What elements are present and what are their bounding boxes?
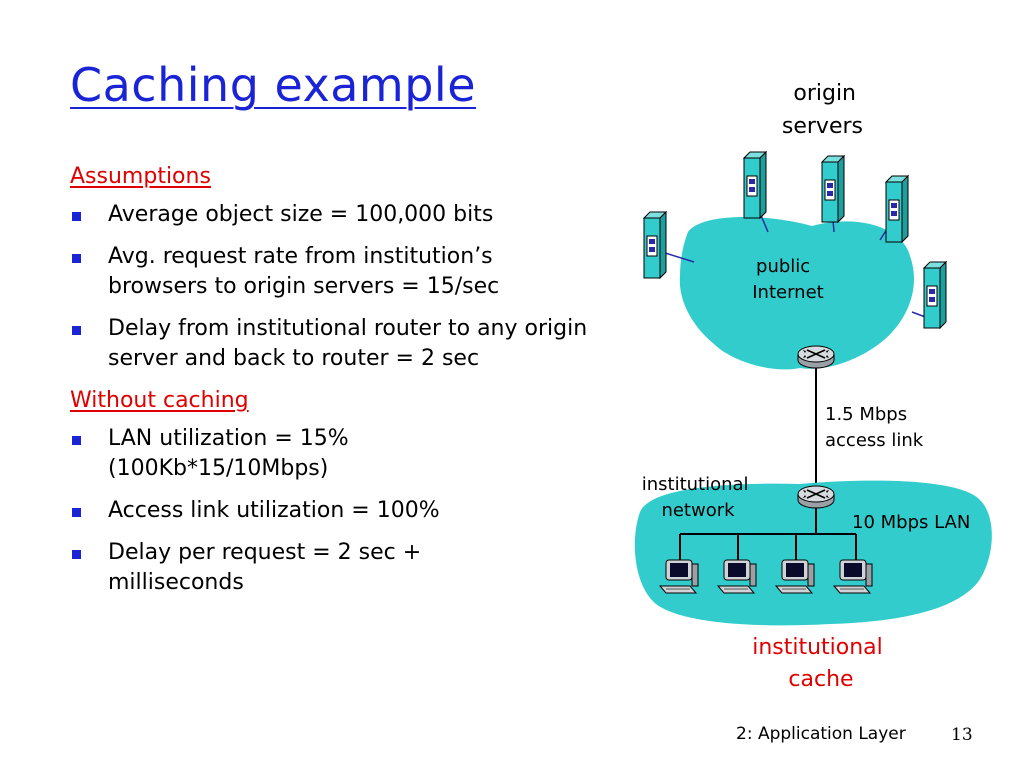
internet-router-icon	[797, 345, 835, 369]
bullet-line: Delay per request = 2 sec +	[108, 540, 422, 565]
slide-title: Caching example	[70, 58, 477, 112]
list-item: LAN utilization = 15% (100Kb*15/10Mbps)	[70, 424, 710, 484]
without-caching-list: LAN utilization = 15% (100Kb*15/10Mbps) …	[70, 424, 710, 598]
footer-chapter-label: 2: Application Layer	[736, 724, 906, 744]
origin-server-icon	[885, 175, 909, 243]
bullet-line: Avg. request rate from institution’s	[108, 244, 493, 269]
list-item: Avg. request rate from institution’s bro…	[70, 242, 710, 302]
list-item: Delay from institutional router to any o…	[70, 314, 710, 374]
without-caching-heading: Without caching	[70, 388, 249, 413]
square-bullet-icon	[72, 212, 81, 221]
bullet-line: milliseconds	[108, 570, 244, 595]
square-bullet-icon	[72, 550, 81, 559]
institutional-cache-label: institutional cache	[752, 635, 890, 692]
institutional-network-label: institutional network	[642, 474, 755, 521]
server-link	[661, 251, 695, 263]
assumptions-list: Average object size = 100,000 bits Avg. …	[70, 200, 710, 374]
origin-server-icon	[643, 211, 667, 279]
bullet-line: browsers to origin servers = 15/sec	[108, 274, 500, 299]
host-computer-icon	[659, 559, 699, 594]
page-number: 13	[951, 725, 973, 745]
bullet-line: Average object size = 100,000 bits	[108, 202, 494, 227]
slide-content: Assumptions Average object size = 100,00…	[70, 162, 710, 610]
list-item: Delay per request = 2 sec + milliseconds	[70, 538, 710, 598]
square-bullet-icon	[72, 326, 81, 335]
access-link-label: 1.5 Mbps access link	[825, 404, 924, 451]
bullet-line: server and back to router = 2 sec	[108, 346, 480, 371]
host-computer-icon	[717, 559, 757, 594]
host-computer-icon	[775, 559, 815, 594]
bullet-line: Access link utilization = 100%	[108, 498, 440, 523]
origin-server-icon	[923, 261, 947, 329]
origin-server-icon	[743, 151, 767, 219]
bullet-line: Delay from institutional router to any o…	[108, 316, 588, 341]
assumptions-heading: Assumptions	[70, 164, 211, 189]
institutional-router-icon	[797, 485, 835, 509]
host-computer-icon	[833, 559, 873, 594]
square-bullet-icon	[72, 436, 81, 445]
lan-label: 10 Mbps LAN	[852, 512, 970, 533]
public-internet-cloud	[679, 216, 914, 370]
list-item: Average object size = 100,000 bits	[70, 200, 710, 230]
list-item: Access link utilization = 100%	[70, 496, 710, 526]
origin-server-icon	[821, 155, 845, 223]
square-bullet-icon	[72, 254, 81, 263]
square-bullet-icon	[72, 508, 81, 517]
bullet-line: (100Kb*15/10Mbps)	[108, 456, 329, 481]
origin-servers-label: origin servers	[782, 81, 863, 139]
public-internet-label: public Internet	[752, 256, 823, 303]
bullet-line: LAN utilization = 15%	[108, 426, 349, 451]
